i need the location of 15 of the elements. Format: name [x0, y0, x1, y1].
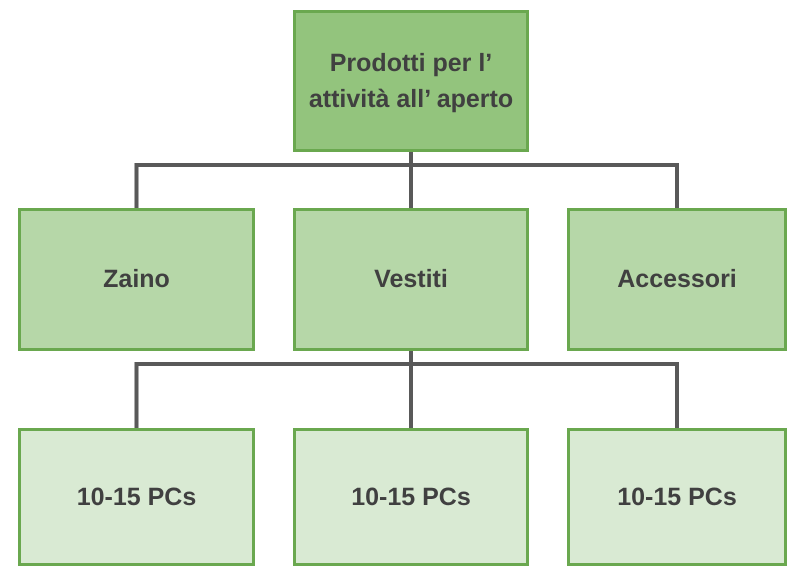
- connector-line: [409, 152, 679, 208]
- box-label: 10-15 PCs: [76, 482, 198, 513]
- org-chart-box: [18, 208, 255, 351]
- box-label: 10-15 PCs: [350, 482, 472, 513]
- org-chart-box: [293, 208, 529, 351]
- box-label: 10-15 PCs: [616, 482, 738, 513]
- box-label: Vestiti: [373, 264, 449, 296]
- box-label: Zaino: [102, 264, 171, 296]
- org-chart-box: [567, 428, 787, 566]
- box-label: Prodotti per l’ attività all’ aperto: [308, 48, 514, 115]
- box-label: Accessori: [616, 264, 738, 296]
- org-chart-box: [293, 428, 529, 566]
- org-chart-box: [567, 208, 787, 351]
- org-chart-box: [18, 428, 255, 566]
- org-chart-box: [293, 10, 529, 152]
